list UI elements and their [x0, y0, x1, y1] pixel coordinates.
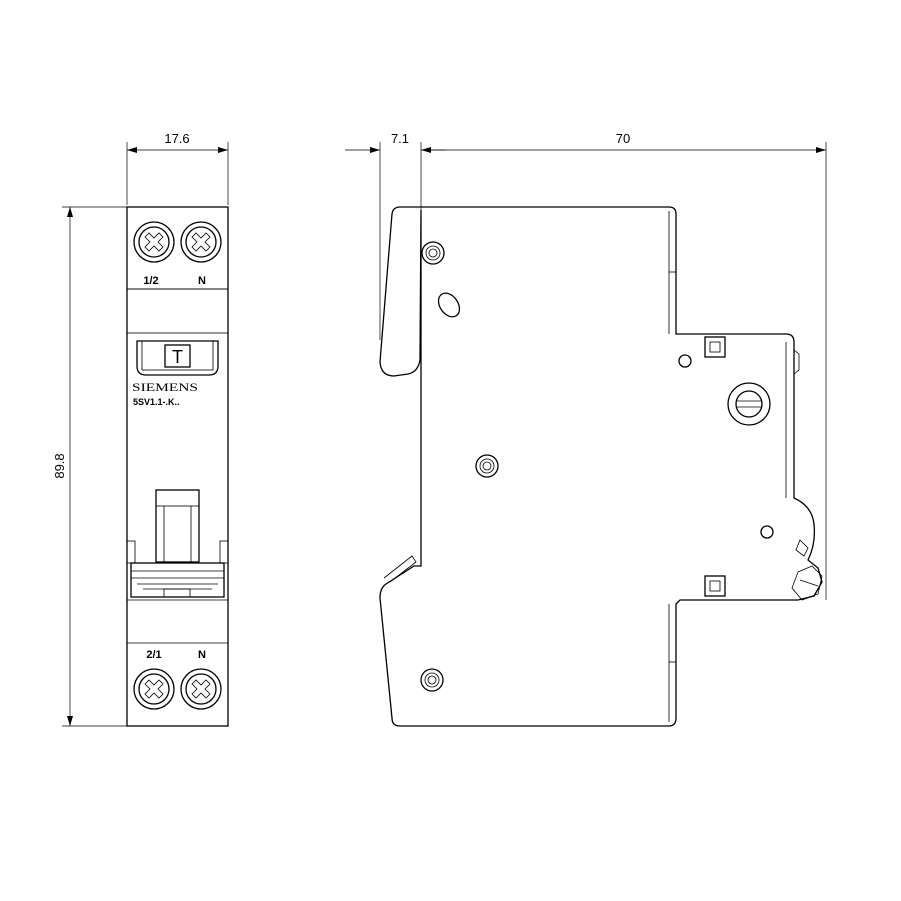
din-clip-top-icon — [704, 336, 726, 358]
middle-rivet-icon — [475, 454, 499, 478]
bottom-left-terminal-screw-icon — [133, 668, 175, 710]
bottom-right-terminal-screw-icon — [180, 668, 222, 710]
small-hole-icon — [678, 354, 692, 368]
test-button-label: T — [172, 347, 183, 367]
top-right-terminal-screw-icon — [180, 221, 222, 263]
model-label: 5SV1.1-.K.. — [133, 397, 180, 407]
dimension-front-width: 17.6 — [126, 131, 229, 205]
top-left-terminal-screw-icon — [133, 221, 175, 263]
side-body-outline — [379, 206, 823, 727]
dimension-front-width-text: 17.6 — [164, 131, 189, 146]
side-view — [379, 206, 823, 727]
dimension-side-offset-text: 7.1 — [391, 131, 409, 146]
dimension-height: 89.8 — [52, 206, 128, 727]
bottom-left-terminal-label: 2/1 — [146, 649, 161, 661]
din-clip-bottom-icon — [704, 575, 726, 597]
dimension-side-depth: 70 — [421, 131, 827, 600]
dimension-height-text: 89.8 — [52, 453, 67, 478]
front-body-outline — [126, 206, 229, 727]
top-right-terminal-label: N — [198, 275, 206, 287]
top-rivet-icon — [421, 241, 445, 265]
bottom-rivet-icon — [420, 668, 444, 692]
brand-label: SIEMENS — [132, 380, 198, 394]
small-hole-icon — [760, 525, 774, 539]
front-view: 1/2 N T SIEMENS 5SV1.1-.K.. — [126, 206, 229, 727]
oval-slot-icon — [437, 292, 461, 318]
bottom-right-terminal-label: N — [198, 649, 206, 661]
toggle-lever — [126, 489, 229, 598]
adjustment-screw-icon — [727, 382, 771, 426]
top-left-terminal-label: 1/2 — [143, 275, 158, 287]
test-button: T — [136, 340, 219, 376]
dimension-side-depth-text: 70 — [616, 131, 630, 146]
dimension-side-offset: 7.1 — [345, 131, 445, 340]
